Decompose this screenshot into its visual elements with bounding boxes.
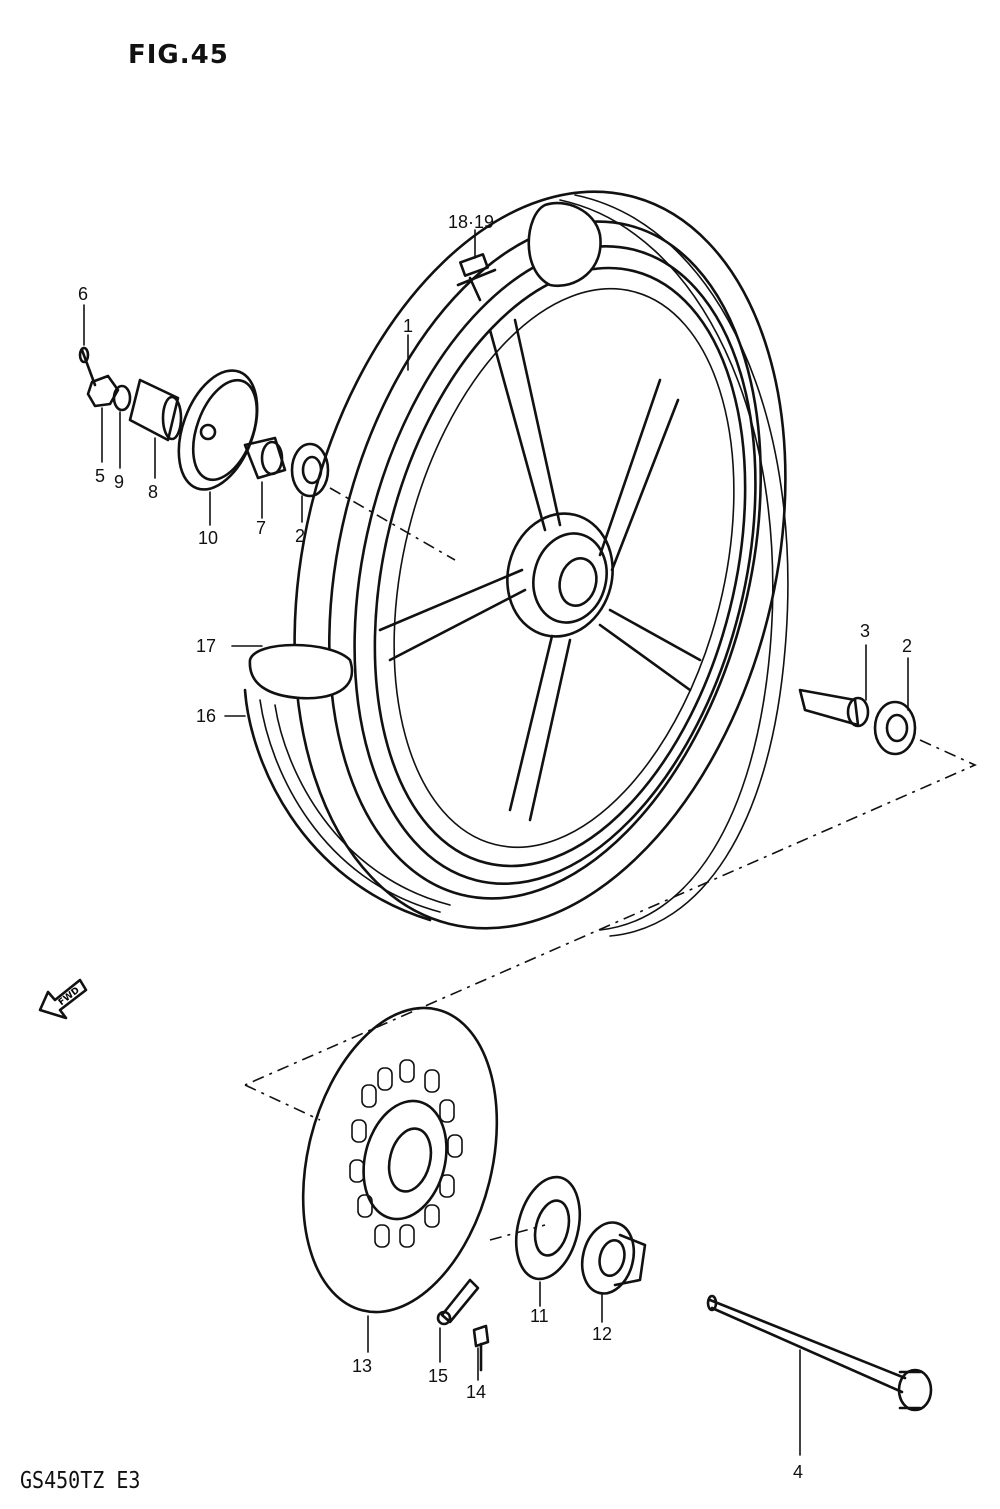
leader-lines xyxy=(83,229,909,1456)
callout-17: 17 xyxy=(196,636,216,656)
callout-16: 16 xyxy=(196,706,216,726)
model-code-label: GS450TZ E3 xyxy=(20,1466,141,1494)
callout-9: 9 xyxy=(114,472,124,492)
callout-14: 14 xyxy=(466,1382,486,1402)
callout-2-right: 2 xyxy=(902,636,912,656)
figure-title: FIG.45 xyxy=(128,40,229,70)
callout-11: 11 xyxy=(530,1306,549,1326)
callout-18-19: 18·19 xyxy=(448,212,494,232)
callout-3: 3 xyxy=(860,621,870,641)
callout-4: 4 xyxy=(793,1462,803,1482)
assembly-lines xyxy=(244,487,977,1241)
axle-shaft xyxy=(706,1294,933,1412)
left-axle-parts xyxy=(78,346,330,498)
callout-7: 7 xyxy=(256,518,266,538)
callout-15: 15 xyxy=(428,1366,448,1386)
disc-cover-parts xyxy=(514,1175,647,1295)
callout-8: 8 xyxy=(148,482,158,502)
brake-disc xyxy=(301,1006,499,1372)
forward-arrow-icon: FWD xyxy=(38,978,88,1020)
callout-2-left: 2 xyxy=(295,526,305,546)
callout-13: 13 xyxy=(352,1356,372,1376)
callout-labels: 6 5 9 8 10 7 2 1 18·19 17 16 3 2 13 15 1… xyxy=(78,212,912,1482)
callout-10: 10 xyxy=(198,528,218,548)
wheel-assembly xyxy=(243,190,789,937)
callout-6: 6 xyxy=(78,284,88,304)
callout-5: 5 xyxy=(95,466,105,486)
callout-1: 1 xyxy=(403,316,413,336)
right-axle-parts xyxy=(798,688,917,756)
callout-12: 12 xyxy=(592,1324,612,1344)
